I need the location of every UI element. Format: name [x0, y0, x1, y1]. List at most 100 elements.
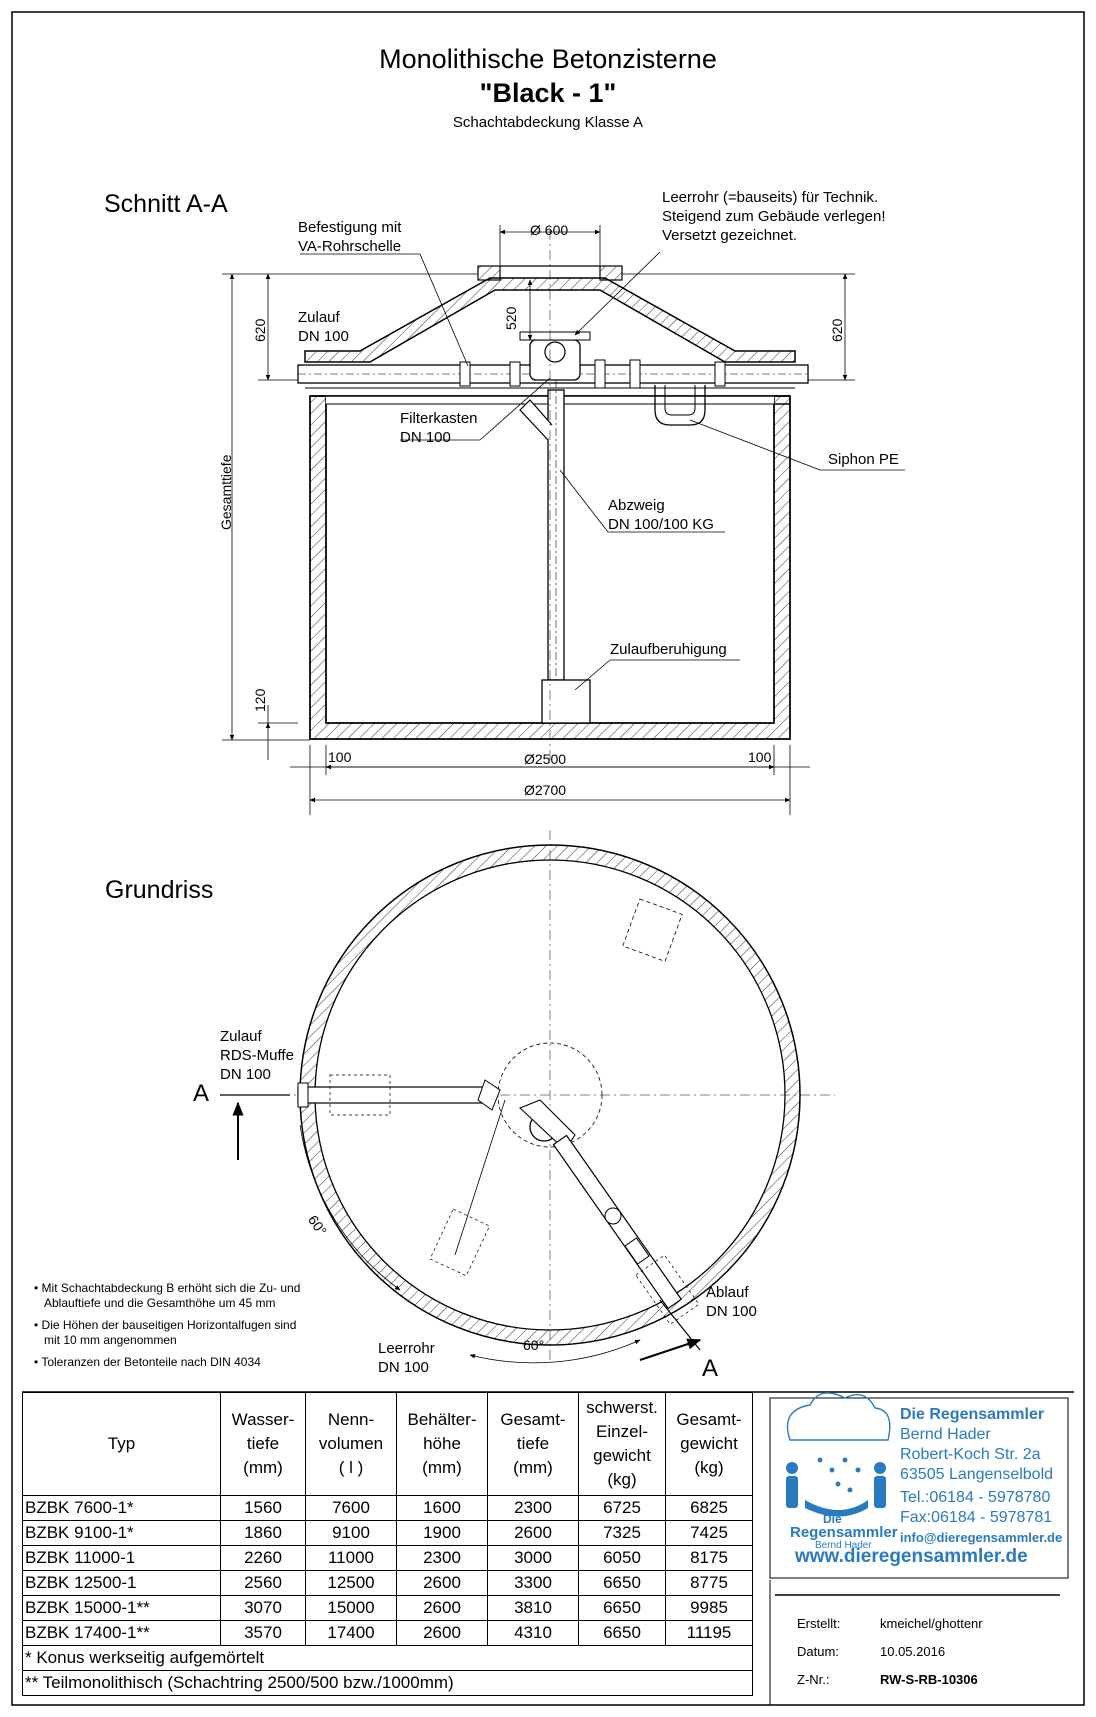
meta-znr-value: RW-S-RB-10306 [880, 1672, 978, 1687]
cell-value: 2560 [220, 1570, 306, 1596]
logo-text-bernd: Bernd Hader [815, 1540, 872, 1551]
label-filter-2: DN 100 [400, 429, 451, 446]
siphon [654, 385, 706, 426]
col-typ: Typ [22, 1392, 221, 1496]
section-marker-a-left: A [193, 1080, 210, 1107]
company-fax: Fax:06184 - 5978781 [900, 1509, 1053, 1526]
plan-label-ablauf-1: Ablauf [706, 1284, 749, 1301]
dim-620-right: 620 [829, 318, 845, 342]
cell-value: 1900 [396, 1520, 488, 1546]
section-marker-a-right: A [702, 1355, 719, 1382]
cell-value: 17400 [305, 1620, 397, 1646]
dim-120: 120 [252, 688, 268, 712]
meta-datum-value: 10.05.2016 [880, 1644, 946, 1659]
model-name: "Black - 1" [479, 78, 617, 108]
plan-view [220, 830, 835, 1364]
note-2-line-2: mit 10 mm angenommen [44, 1333, 177, 1347]
company-tel: Tel.:06184 - 5978780 [900, 1489, 1051, 1506]
col-gesamtgewicht: Gesamt- gewicht (kg) [665, 1392, 753, 1496]
dim-d2700: Ø2700 [524, 782, 567, 798]
cell-value: 2300 [487, 1495, 579, 1521]
drawing-border [11, 11, 1085, 1706]
dim-d2500: Ø2500 [524, 751, 567, 767]
plan-title: Grundriss [105, 876, 214, 904]
plan-label-zulauf-2: RDS-Muffe [220, 1047, 294, 1064]
col-wassertiefe: Wasser- tiefe (mm) [220, 1392, 306, 1496]
dim-100-right: 100 [748, 749, 772, 765]
inlet-calming [541, 679, 591, 724]
cell-value: 6650 [578, 1595, 666, 1621]
plan-label-ablauf-2: DN 100 [706, 1303, 757, 1320]
cell-value: 6650 [578, 1620, 666, 1646]
label-leerrohr-1: Leerrohr (=bauseits) für Technik. [662, 189, 879, 206]
cell-value: 9985 [665, 1595, 753, 1621]
company-street: Robert-Koch Str. 2a [900, 1446, 1041, 1463]
cell-typ: BZBK 15000-1** [22, 1595, 221, 1621]
table-header-row: Typ Wasser- tiefe (mm) Nenn- volumen ( l… [22, 1392, 753, 1496]
cell-value: 6825 [665, 1495, 753, 1521]
cell-value: 15000 [305, 1595, 397, 1621]
company-name: Die Regensammler [900, 1406, 1045, 1423]
cell-typ: BZBK 11000-1 [22, 1545, 221, 1571]
label-befestigung-1: Befestigung mit [298, 219, 402, 236]
cell-value: 6050 [578, 1545, 666, 1571]
spec-table: Typ Wasser- tiefe (mm) Nenn- volumen ( l… [22, 1392, 753, 1696]
cell-typ: BZBK 17400-1** [22, 1620, 221, 1646]
cell-value: 7325 [578, 1520, 666, 1546]
cell-typ: BZBK 9100-1* [22, 1520, 221, 1546]
cell-value: 2260 [220, 1545, 306, 1571]
cell-value: 3300 [487, 1570, 579, 1596]
note-3-line-1: • Toleranzen der Betonteile nach DIN 403… [34, 1355, 261, 1369]
cell-value: 1560 [220, 1495, 306, 1521]
section-view [222, 225, 905, 815]
cell-value: 3810 [487, 1595, 579, 1621]
col-gesamttiefe: Gesamt- tiefe (mm) [487, 1392, 579, 1496]
label-zulauf-1: Zulauf [298, 309, 340, 326]
cell-value: 7600 [305, 1495, 397, 1521]
col-einzelgewicht: schwerst. Einzel- gewicht (kg) [578, 1392, 666, 1496]
plan-label-zulauf-1: Zulauf [220, 1028, 262, 1045]
cell-value: 3570 [220, 1620, 306, 1646]
meta-erstellt-value: kmeichel/ghottenr [880, 1616, 983, 1631]
plan-label-leerrohr-1: Leerrohr [378, 1340, 435, 1357]
cell-value: 2600 [396, 1595, 488, 1621]
label-filter-1: Filterkasten [400, 410, 478, 427]
drawing-title: Monolithische Betonzisterne [379, 44, 717, 74]
company-city: 63505 Langenselbold [900, 1466, 1054, 1483]
cell-value: 6725 [578, 1495, 666, 1521]
angle-bottom: 60° [523, 1337, 545, 1353]
cell-value: 2600 [396, 1570, 488, 1596]
cell-value: 3070 [220, 1595, 306, 1621]
cell-value: 2600 [487, 1520, 579, 1546]
cell-value: 11195 [665, 1620, 753, 1646]
label-leerrohr-2: Steigend zum Gebäude verlegen! [662, 208, 886, 225]
dim-d600: Ø 600 [530, 222, 569, 238]
label-siphon: Siphon PE [828, 451, 899, 468]
label-gesamttiefe: Gesamttiefe [218, 454, 234, 530]
company-person: Bernd Hader [900, 1426, 991, 1443]
footnote-row: * Konus werkseitig aufgemörtelt [22, 1645, 753, 1671]
label-befestigung-2: VA-Rohrschelle [298, 238, 402, 255]
plan-label-zulauf-3: DN 100 [220, 1066, 271, 1083]
footnote: * Konus werkseitig aufgemörtelt [22, 1645, 753, 1671]
label-abzweig-1: Abzweig [608, 497, 665, 514]
meta-datum-label: Datum: [797, 1644, 839, 1659]
note-1-line-2: Ablauftiefe und die Gesamthöhe um 45 mm [44, 1296, 276, 1310]
cell-value: 11000 [305, 1545, 397, 1571]
section-title: Schnitt A-A [104, 190, 228, 218]
dim-620-left: 620 [252, 318, 268, 342]
drawing-subtitle: Schachtabdeckung Klasse A [452, 114, 644, 131]
label-zulaufberuhigung: Zulaufberuhigung [610, 641, 727, 658]
label-leerrohr-3: Versetzt gezeichnet. [662, 227, 798, 244]
plan-label-leerrohr-2: DN 100 [378, 1359, 429, 1376]
cell-value: 12500 [305, 1570, 397, 1596]
cell-value: 3000 [487, 1545, 579, 1571]
cell-value: 2300 [396, 1545, 488, 1571]
cell-typ: BZBK 12500-1 [22, 1570, 221, 1596]
dim-520: 520 [503, 306, 519, 330]
cell-value: 7425 [665, 1520, 753, 1546]
